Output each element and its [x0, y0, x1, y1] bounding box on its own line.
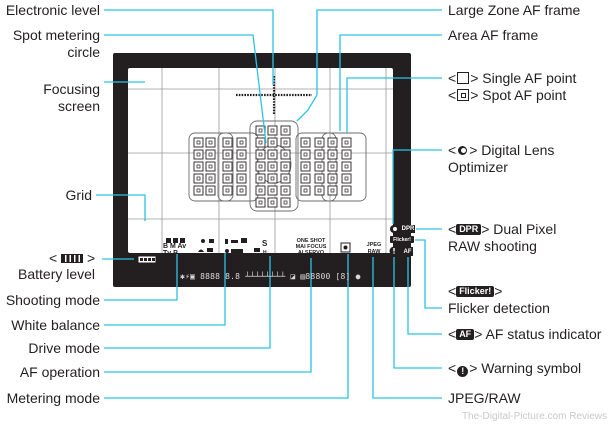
- vf-af: AF: [403, 249, 412, 255]
- label-drive-mode: Drive mode: [28, 340, 100, 356]
- vf-jpeg: JPEG: [366, 242, 382, 248]
- af-op-one-shot: ONE SHOT: [296, 238, 326, 244]
- shooting-mode-row1: B M Av: [163, 243, 187, 250]
- watermark: The-Digital-Picture.com Reviews: [461, 411, 607, 422]
- dpr-chip: DPR: [456, 224, 482, 235]
- vf-flicker: Flicker!: [393, 237, 411, 243]
- flicker-chip: Flicker!: [456, 286, 495, 297]
- vf-dpr: DPR: [401, 226, 415, 232]
- af-status-text: AF status indicator: [485, 326, 602, 342]
- label-dpr-line2: RAW shooting: [448, 238, 537, 254]
- label-electronic-level: Electronic level: [5, 2, 100, 18]
- dlo-text-line1: Digital Lens: [481, 142, 555, 158]
- leader-af-status: [407, 257, 442, 335]
- label-spot-af-point: <> Spot AF point: [448, 87, 567, 103]
- bracket-close: >: [86, 250, 96, 266]
- info-strip: ✱⚡▣ 8888 8.8 ┴┴┴┴┴┴┴┴ ◪ ▤88800 [8] ●: [180, 272, 361, 281]
- label-dpr: <DPR> Dual Pixel: [448, 221, 557, 237]
- label-spot-metering-line1: Spot metering: [12, 27, 100, 43]
- shooting-mode-row2: Tv P: [163, 250, 178, 257]
- leader-flicker: [415, 239, 442, 309]
- af-op-mai-focus: MAI FOCUS: [295, 244, 327, 250]
- label-af-status: <AF> AF status indicator: [448, 326, 602, 342]
- af-op-ai-servo: AI SERVO: [297, 250, 325, 256]
- bracket-open: <: [49, 250, 58, 266]
- warning-text: Warning symbol: [481, 360, 582, 376]
- spot-af-text: Spot AF point: [482, 87, 567, 103]
- drive-h: H: [263, 250, 267, 256]
- warning-small-icon: !: [457, 366, 469, 377]
- label-battery-icon-row: < >: [49, 250, 95, 267]
- label-focusing-screen-line2: screen: [57, 98, 100, 114]
- drive-s: S: [262, 239, 268, 248]
- label-dlo: <> Digital Lens: [448, 142, 555, 158]
- vf-raw: RAW: [367, 249, 381, 255]
- label-flicker-detection: Flicker detection: [448, 300, 550, 316]
- dpr-text-line1: Dual Pixel: [493, 221, 557, 237]
- label-grid: Grid: [65, 187, 92, 203]
- label-dlo-line2: Optimizer: [448, 159, 508, 175]
- label-flicker-chip-row: <Flicker!>: [448, 283, 503, 299]
- label-single-af-point: <> Single AF point: [448, 70, 577, 86]
- label-metering-mode: Metering mode: [6, 390, 100, 406]
- label-area-af-frame: Area AF frame: [448, 27, 539, 43]
- spot-af-point-icon: [457, 89, 470, 101]
- single-af-point-icon: [457, 72, 470, 84]
- single-af-text: Single AF point: [482, 70, 577, 86]
- label-warning: <!> Warning symbol: [448, 360, 582, 377]
- label-jpeg-raw: JPEG/RAW: [448, 390, 521, 406]
- label-focusing-screen-line1: Focusing: [43, 81, 100, 97]
- label-large-zone-af: Large Zone AF frame: [448, 2, 581, 18]
- label-battery-level: Battery level: [18, 266, 96, 282]
- label-shooting-mode: Shooting mode: [5, 292, 100, 308]
- battery-small-icon: [61, 254, 84, 263]
- dlo-small-icon: [458, 146, 468, 155]
- focusing-screen: [128, 68, 393, 253]
- label-white-balance: White balance: [11, 317, 100, 333]
- label-spot-metering-line2: circle: [67, 44, 100, 60]
- af-chip: AF: [456, 329, 475, 340]
- label-af-operation: AF operation: [19, 364, 100, 380]
